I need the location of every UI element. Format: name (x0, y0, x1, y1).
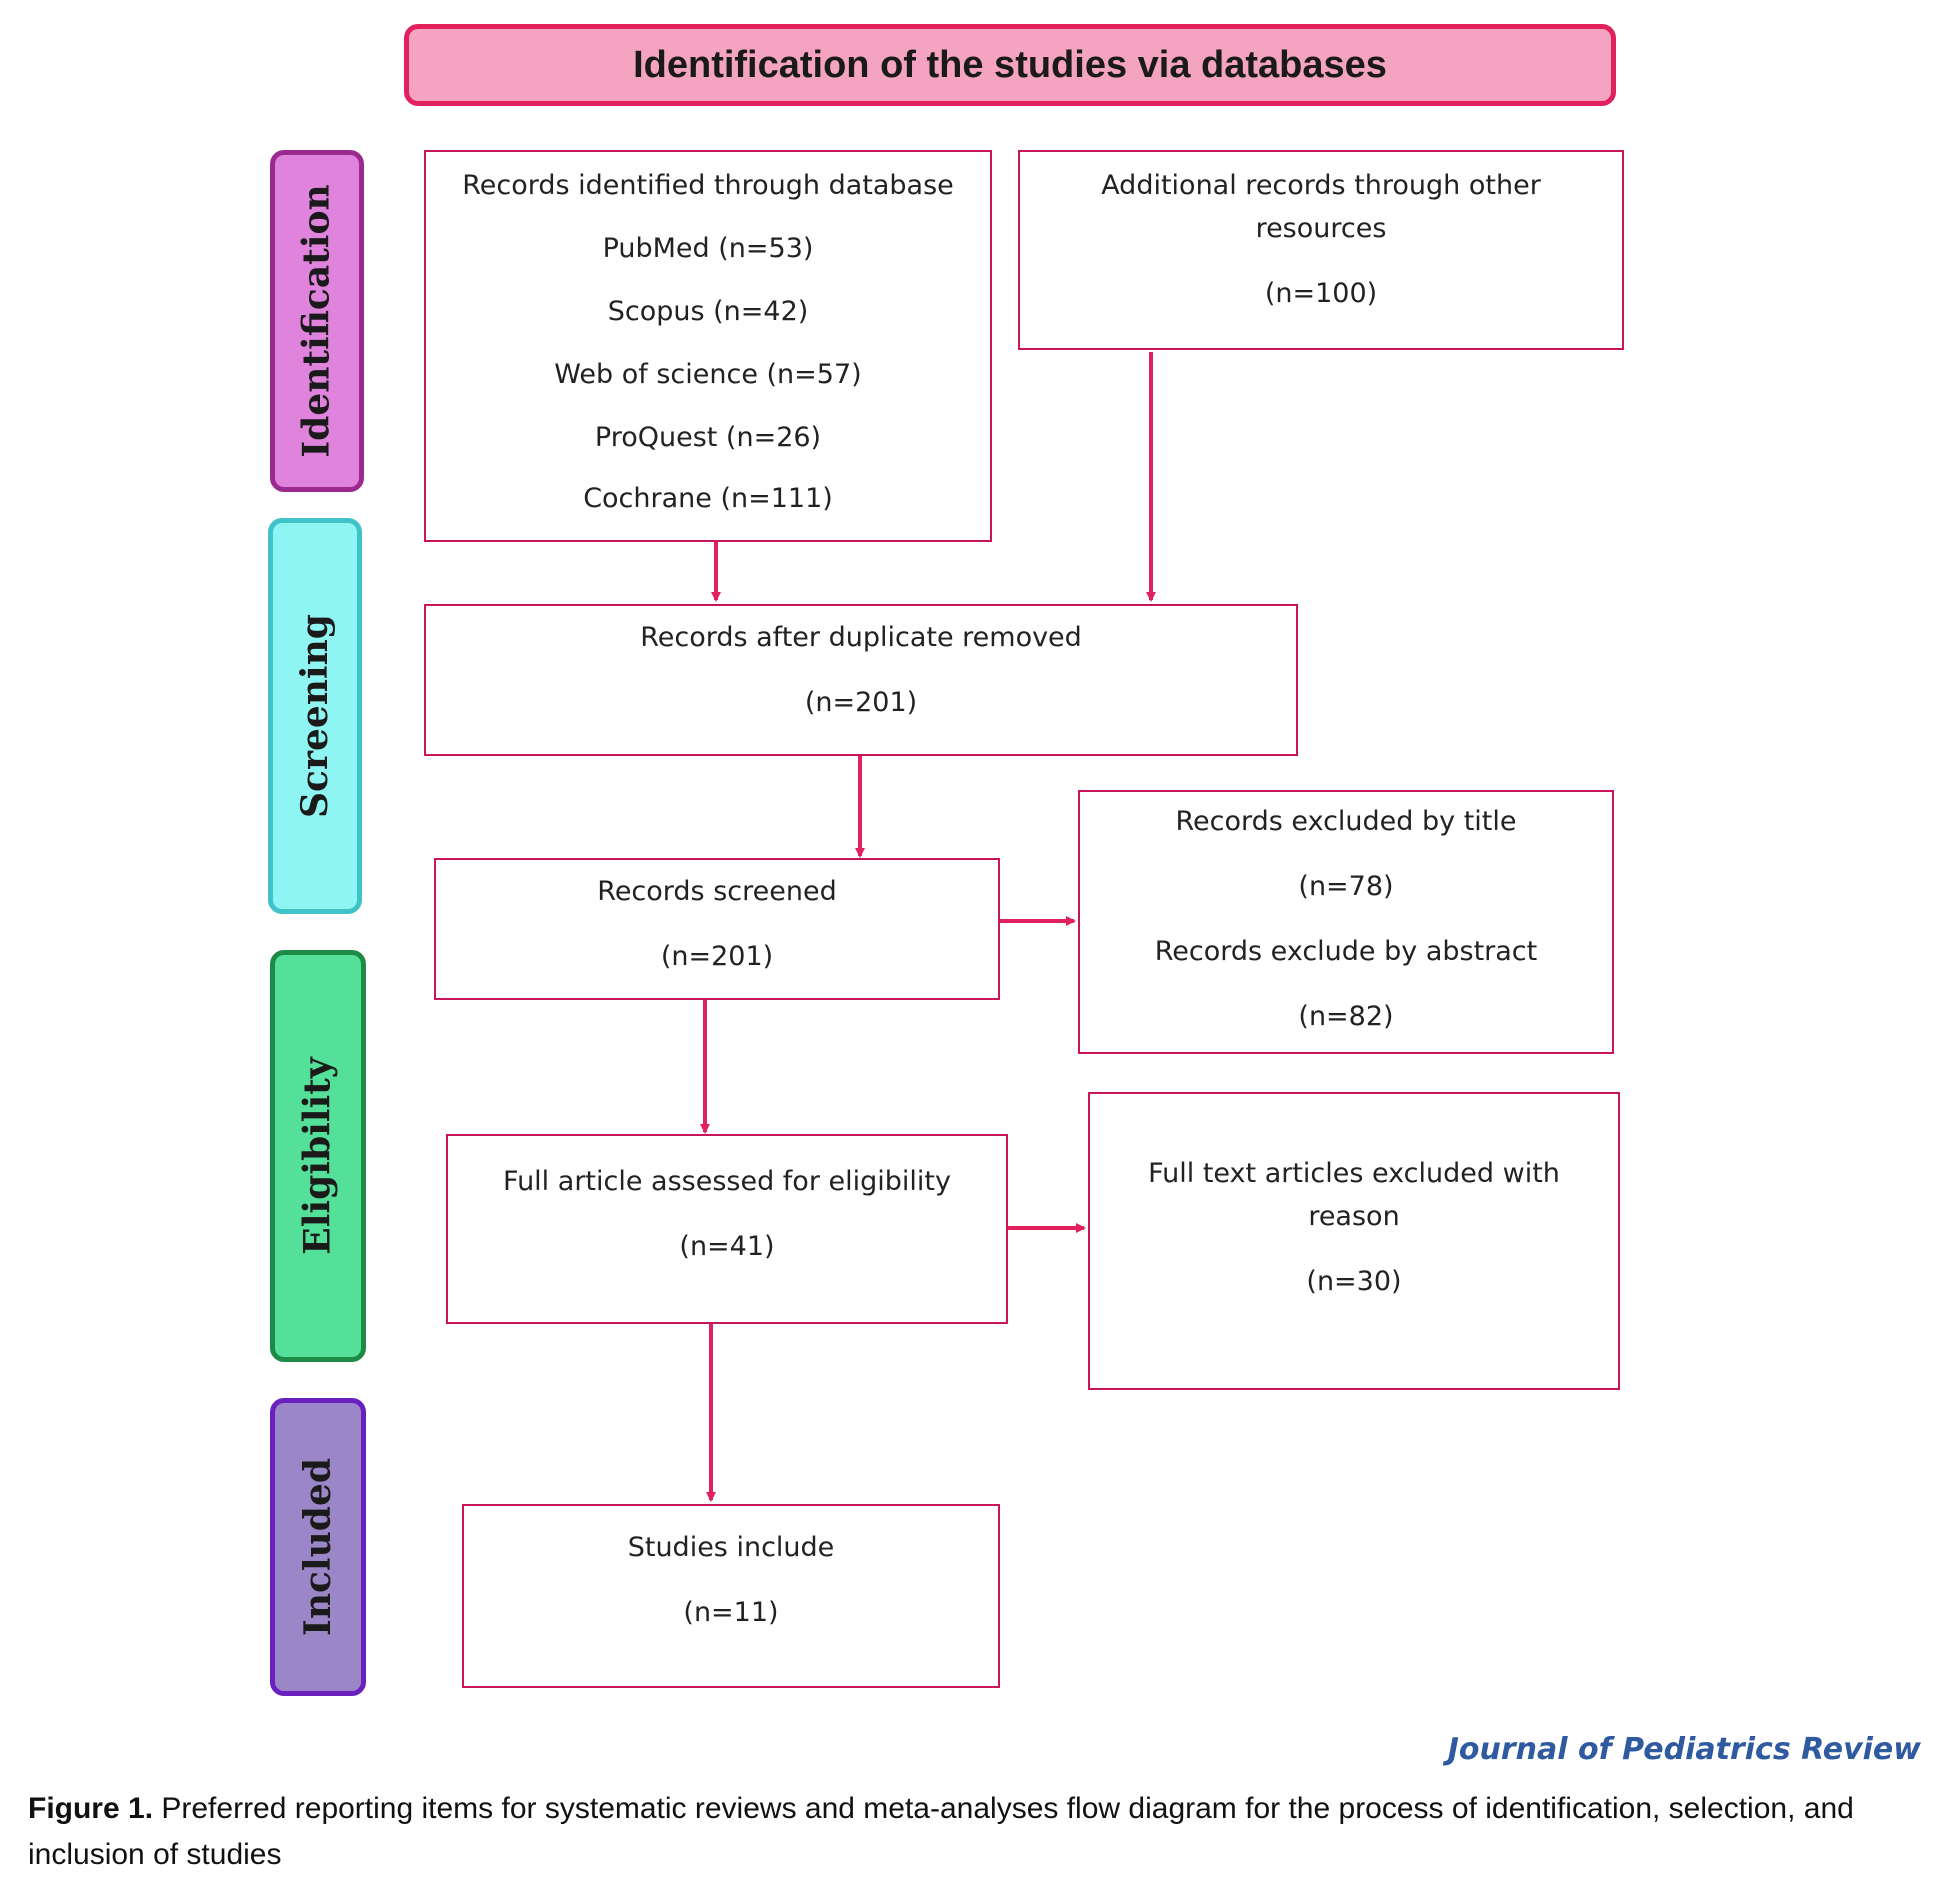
figure-label: Figure 1. (28, 1792, 154, 1825)
records-excluded-title-count: (n=78) (1298, 871, 1394, 903)
box-additional-records: Additional records through other resourc… (1018, 150, 1624, 350)
figure-caption-text: Preferred reporting items for systematic… (28, 1792, 1854, 1871)
database-item-web-of-science: Web of science (n=57) (554, 359, 862, 391)
studies-included-title: Studies include (627, 1532, 835, 1563)
fulltext-excluded-line2: reason (1308, 1201, 1400, 1233)
duplicates-removed-count: (n=201) (804, 687, 918, 719)
records-screened-count: (n=201) (660, 941, 774, 973)
box-records-screened: Records screened (n=201) (434, 858, 1000, 1000)
figure-caption: Figure 1. Preferred reporting items for … (28, 1786, 1918, 1878)
header-title: Identification of the studies via databa… (633, 43, 1387, 86)
fulltext-excluded-count: (n=30) (1306, 1266, 1402, 1298)
box-duplicates-removed: Records after duplicate removed (n=201) (424, 604, 1298, 756)
additional-records-line2: resources (1255, 213, 1387, 245)
database-item-proquest: ProQuest (n=26) (594, 422, 822, 454)
box-fulltext-excluded: Full text articles excluded with reason … (1088, 1092, 1620, 1390)
records-excluded-title-label: Records excluded by title (1175, 806, 1517, 837)
fulltext-excluded-line1: Full text articles excluded with (1148, 1158, 1560, 1189)
journal-name: Journal of Pediatrics Review (1447, 1732, 1921, 1767)
database-item-cochrane: Cochrane (n=111) (583, 483, 833, 515)
database-item-scopus: Scopus (n=42) (607, 296, 809, 328)
database-records-title: Records identified through database (462, 170, 954, 201)
diagram-header: Identification of the studies via databa… (404, 24, 1616, 106)
stage-screening: Screening (268, 518, 362, 914)
additional-records-count: (n=100) (1264, 278, 1378, 310)
duplicates-removed-title: Records after duplicate removed (640, 622, 1082, 653)
records-excluded-abstract-label: Records exclude by abstract (1154, 936, 1538, 968)
stage-included: Included (270, 1398, 366, 1696)
database-item-pubmed: PubMed (n=53) (602, 233, 814, 265)
fulltext-assessed-title: Full article assessed for eligibility (503, 1166, 951, 1197)
box-records-excluded: Records excluded by title (n=78) Records… (1078, 790, 1614, 1054)
stage-identification: Identification (270, 150, 364, 492)
additional-records-line1: Additional records through other (1101, 170, 1541, 201)
records-screened-title: Records screened (597, 876, 837, 907)
fulltext-assessed-count: (n=41) (679, 1231, 775, 1263)
box-fulltext-assessed: Full article assessed for eligibility (n… (446, 1134, 1008, 1324)
records-excluded-abstract-count: (n=82) (1298, 1001, 1394, 1033)
studies-included-count: (n=11) (683, 1597, 779, 1629)
box-database-records: Records identified through database PubM… (424, 150, 992, 542)
box-studies-included: Studies include (n=11) (462, 1504, 1000, 1688)
stage-eligibility: Eligibility (270, 950, 366, 1362)
